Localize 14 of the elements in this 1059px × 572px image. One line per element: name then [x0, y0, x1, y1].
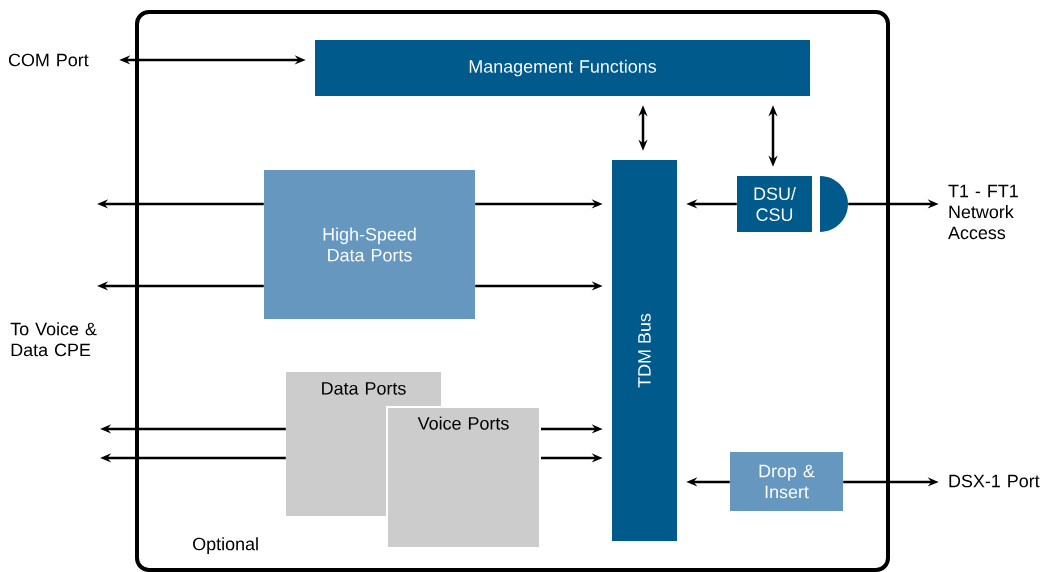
function-box: Management Functions [315, 40, 810, 96]
port-label: T1 - FT1 Network Access [948, 184, 1018, 240]
port-label: DSX-1 Port [949, 474, 1040, 488]
bus-bar: TDM Bus [612, 160, 677, 541]
caption-text: To Voice & Data CPE [10, 322, 97, 357]
unit-box: Drop & Insert [730, 452, 843, 511]
port-box: High-Speed Data Ports [264, 170, 475, 319]
unit-box: DSU/ CSU [737, 176, 812, 232]
port-box: Voice Ports [386, 406, 541, 549]
jack-symbol [820, 176, 848, 232]
caption-text: Optional [193, 537, 258, 554]
node-label: Data Ports [322, 382, 406, 395]
chassis-outline [135, 10, 890, 572]
port-label: COM Port [8, 53, 89, 67]
